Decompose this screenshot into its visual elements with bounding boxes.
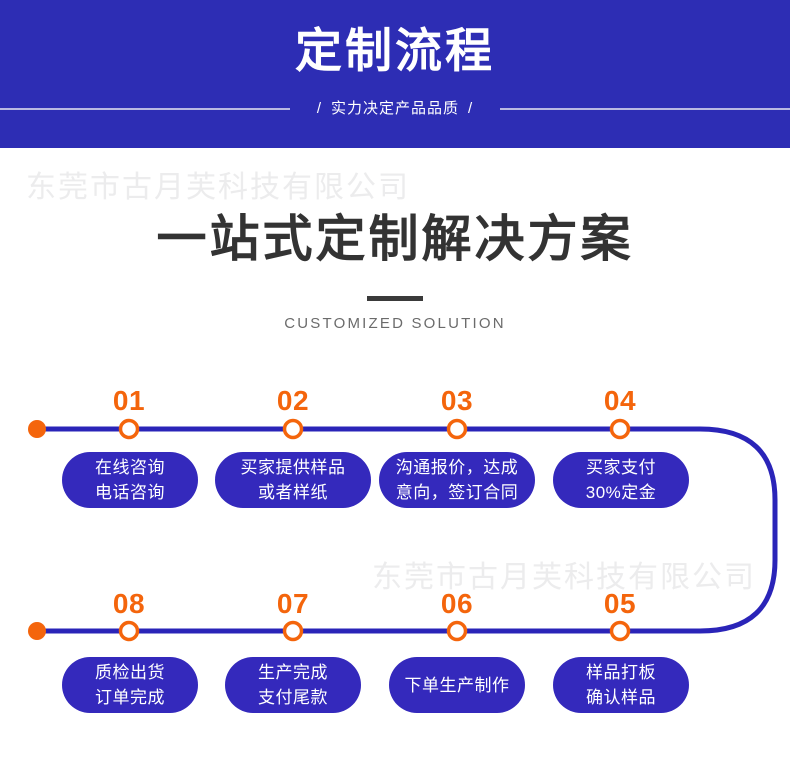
step-number-01: 01 [112, 385, 146, 416]
timeline-end-dot-row2 [28, 622, 46, 640]
step-number-02: 02 [276, 385, 310, 416]
step-pill-08[interactable]: 质检出货 订单完成 [62, 657, 198, 713]
step-pill-02[interactable]: 买家提供样品 或者样纸 [215, 452, 371, 508]
timeline-node-08 [118, 620, 140, 642]
step-pill-05[interactable]: 样品打板 确认样品 [553, 657, 689, 713]
watermark-top: 东莞市古月芙科技有限公司 [26, 171, 410, 204]
header-title: 定制流程 [295, 24, 495, 77]
step-pill-03-label: 沟通报价，达成 意向，签订合同 [395, 458, 519, 502]
step-pill-05-label: 样品打板 确认样品 [586, 663, 656, 707]
step-number-04: 04 [603, 385, 637, 416]
timeline-node-06 [446, 620, 468, 642]
timeline-node-03 [446, 418, 468, 440]
step-number-08: 08 [112, 588, 146, 619]
step-pill-04-label: 买家支付 30%定金 [585, 458, 657, 502]
timeline-node-01 [118, 418, 140, 440]
title-divider [367, 296, 423, 301]
header-subtitle-box: / 实力决定产品品质 / [289, 94, 501, 124]
watermark-middle: 东莞市古月芙科技有限公司 [372, 561, 756, 594]
slash-right-icon: / [468, 100, 474, 117]
timeline-node-02 [282, 418, 304, 440]
timeline-start-dot-row1 [28, 420, 46, 438]
page-title: 一站式定制解决方案 [156, 211, 634, 267]
timeline-node-04 [609, 418, 631, 440]
step-pill-03[interactable]: 沟通报价，达成 意向，签订合同 [379, 452, 535, 508]
step-pill-07[interactable]: 生产完成 支付尾款 [225, 657, 361, 713]
timeline-connector-curve [697, 426, 778, 634]
step-number-03: 03 [440, 385, 474, 416]
page-subtitle: CUSTOMIZED SOLUTION [284, 315, 506, 332]
step-number-07: 07 [276, 588, 310, 619]
step-number-06: 06 [440, 588, 474, 619]
step-number-05: 05 [603, 588, 637, 619]
step-pill-04[interactable]: 买家支付 30%定金 [553, 452, 689, 508]
header-subtitle-wrap: / 实力决定产品品质 / [0, 94, 790, 124]
step-pill-02-label: 买家提供样品 或者样纸 [240, 458, 346, 502]
step-pill-08-label: 质检出货 订单完成 [95, 663, 165, 707]
header-subtitle-text: 实力决定产品品质 [330, 100, 459, 117]
step-pill-01[interactable]: 在线咨询 电话咨询 [62, 452, 198, 508]
header-banner: 定制流程 / 实力决定产品品质 / [0, 0, 790, 148]
timeline-node-05 [609, 620, 631, 642]
step-pill-06[interactable]: 下单生产制作 [389, 657, 525, 713]
step-pill-07-label: 生产完成 支付尾款 [258, 663, 328, 707]
step-pill-01-label: 在线咨询 电话咨询 [95, 458, 165, 502]
timeline-node-07 [282, 620, 304, 642]
slash-left-icon: / [316, 100, 322, 117]
step-pill-06-label: 下单生产制作 [404, 675, 510, 695]
